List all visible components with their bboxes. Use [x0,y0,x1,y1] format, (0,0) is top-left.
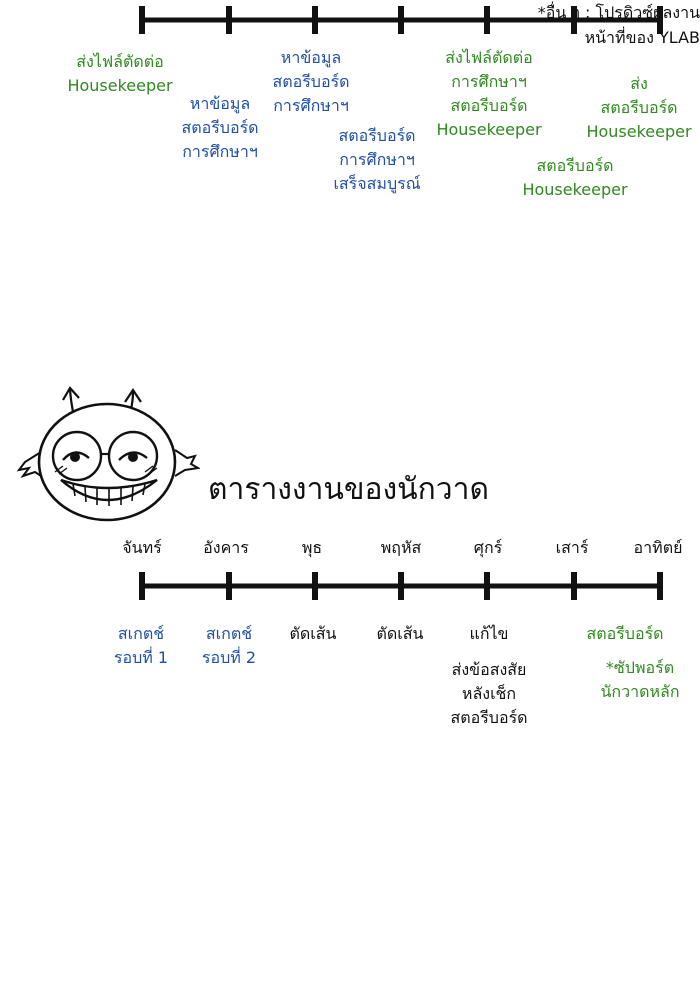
day-monday: จันทร์ [122,538,162,557]
top-task-line: สตอรีบอร์ด [338,126,416,145]
top-task-line: สตอรีบอร์ด [600,98,678,117]
day-saturday: เสาร์ [555,538,589,557]
task-line: แก้ไข [469,624,509,643]
top-task-line: Housekeeper [586,122,692,141]
top-task-storyboard-housekeeper: สตอรีบอร์ด Housekeeper [510,154,640,202]
task-revise: แก้ไข [444,622,534,646]
note-line: หน้าที่ของ YLAB [584,28,700,47]
top-task-line: เสร็จสมบูรณ์ [333,174,421,193]
top-task-research-1: หาข้อมูล สตอรีบอร์ด การศึกษาฯ [160,92,280,164]
top-task-research-2: หาข้อมูล สตอรีบอร์ด การศึกษาฯ [251,46,371,118]
top-task-storyboard-complete: สตอรีบอร์ด การศึกษาฯ เสร็จสมบูรณ์ [317,124,437,196]
top-task-line: สตอรีบอร์ด [450,96,528,115]
top-task-line: ส่งไฟล์ตัดต่อ [445,48,533,67]
day-tuesday: อังคาร [203,538,249,557]
task-line: หลังเช็ก [461,684,517,703]
top-timeline [139,6,663,34]
task-line: รอบที่ 1 [113,648,169,667]
top-task-send-education: ส่งไฟล์ตัดต่อ การศึกษาฯ สตอรีบอร์ด House… [424,46,554,142]
top-task-line: การศึกษาฯ [182,142,258,161]
day-wednesday: พุธ [301,538,323,557]
top-task-line: Housekeeper [67,76,173,95]
top-task-line: การศึกษาฯ [339,150,415,169]
task-line: ตัดเส้น [376,624,424,643]
top-task-line: Housekeeper [522,180,628,199]
top-task-line: การศึกษาฯ [451,72,527,91]
task-support-main-artist: *ซัปพอร์ต นักวาดหลัก [580,656,700,704]
top-task-line: หาข้อมูล [280,48,342,67]
task-line: สเกตช์ [117,624,165,643]
top-task-line: หาข้อมูล [189,94,251,113]
task-line: รอบที่ 2 [201,648,257,667]
task-line: สตอรีบอร์ด [586,624,664,643]
task-line: ส่งข้อสงสัย [451,660,527,679]
top-task-line: ส่งไฟล์ตัดต่อ [76,52,164,71]
top-task-send-housekeeper: ส่งไฟล์ตัดต่อ Housekeeper [55,50,185,98]
task-sketch-round-2: สเกตช์ รอบที่ 2 [184,622,274,670]
task-line: ตัดเส้น [289,624,337,643]
task-line: สตอรีบอร์ด [450,708,528,727]
day-thursday: พฤหัส [380,538,422,557]
task-sketch-round-1: สเกตช์ รอบที่ 1 [96,622,186,670]
artist-schedule-title: ตารางงานของนักวาด [208,472,489,507]
top-task-line: ส่ง [630,74,648,93]
task-inking-thu: ตัดเส้น [355,622,445,646]
top-task-send-storyboard: ส่ง สตอรีบอร์ด Housekeeper [578,72,700,144]
top-task-line: สตอรีบอร์ด [536,156,614,175]
task-line: สเกตช์ [205,624,253,643]
task-line: *ซัปพอร์ต [605,658,675,677]
artist-timeline [139,572,663,600]
artist-face-illustration [16,386,200,522]
day-sunday: อาทิตย์ [633,538,683,557]
top-task-line: การศึกษาฯ [273,96,349,115]
task-send-questions: ส่งข้อสงสัย หลังเช็ก สตอรีบอร์ด [424,658,554,730]
task-inking-wed: ตัดเส้น [268,622,358,646]
task-storyboard-sat: สตอรีบอร์ด [560,622,690,646]
day-friday: ศุกร์ [473,538,503,557]
top-task-line: สตอรีบอร์ด [272,72,350,91]
top-task-line: Housekeeper [436,120,542,139]
task-line: นักวาดหลัก [600,682,680,701]
top-task-line: สตอรีบอร์ด [181,118,259,137]
